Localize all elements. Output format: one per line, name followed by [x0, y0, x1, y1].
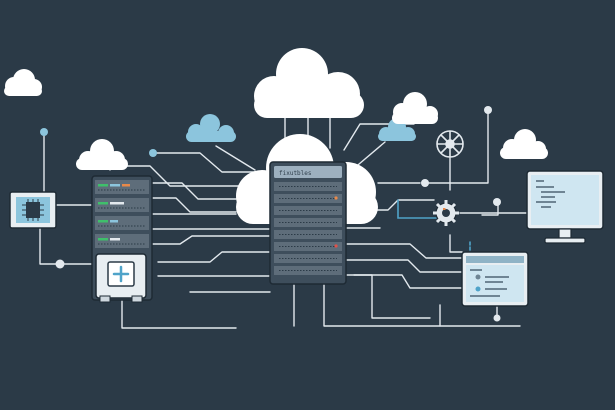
gear-icon	[433, 200, 459, 226]
line-right-4	[345, 243, 463, 259]
line-far-right-top	[424, 109, 489, 184]
central-server: fixutbles	[269, 161, 347, 285]
line-gear-browser	[449, 234, 463, 253]
dot-topleft	[149, 149, 157, 157]
dot-chip-bottom	[55, 259, 65, 269]
line-rack-6	[157, 251, 271, 263]
central-server-led-orange	[334, 196, 338, 200]
line-rack-2	[151, 197, 237, 213]
endpoint-dots	[40, 106, 501, 322]
dot-right-1	[421, 179, 429, 187]
line-bottom-2	[323, 284, 441, 327]
central-server-led-red	[334, 244, 338, 248]
cloud-right-white	[500, 129, 548, 159]
central-server-label: fixutbles	[279, 170, 312, 177]
network-wheel-icon	[436, 130, 464, 158]
cloud-blue-left	[186, 114, 236, 142]
line-chip-bottom	[39, 227, 93, 265]
line-cloud-blue-left	[215, 145, 256, 171]
line-bottom-right	[439, 304, 521, 327]
dot-far-right	[484, 106, 492, 114]
left-rack-vents	[98, 189, 146, 245]
line-monitor-up	[481, 201, 499, 216]
cloud-top-right-white	[392, 92, 438, 124]
dot-chip-top	[40, 128, 48, 136]
connection-lines	[39, 109, 528, 329]
central-server-bays	[274, 182, 342, 275]
cloud-left-white	[76, 139, 128, 170]
line-rack-5	[151, 235, 271, 245]
desktop-monitor-icon	[526, 170, 604, 244]
line-right-5	[345, 259, 463, 273]
line-plus-bottom	[121, 295, 237, 329]
cloud-top-white	[254, 48, 364, 118]
line-bottom-3	[353, 274, 431, 319]
dot-monitor-up	[493, 198, 501, 206]
plus-box-device	[95, 253, 147, 303]
cloud-top-left-white	[4, 69, 42, 96]
cpu-chip-icon	[9, 191, 57, 229]
line-right-6	[345, 274, 463, 289]
line-topleft-1	[152, 152, 257, 173]
dot-browser-bottom	[493, 314, 501, 322]
browser-window-icon	[461, 251, 529, 307]
accent-line-gear	[397, 199, 437, 219]
left-rack-leds	[98, 184, 130, 241]
